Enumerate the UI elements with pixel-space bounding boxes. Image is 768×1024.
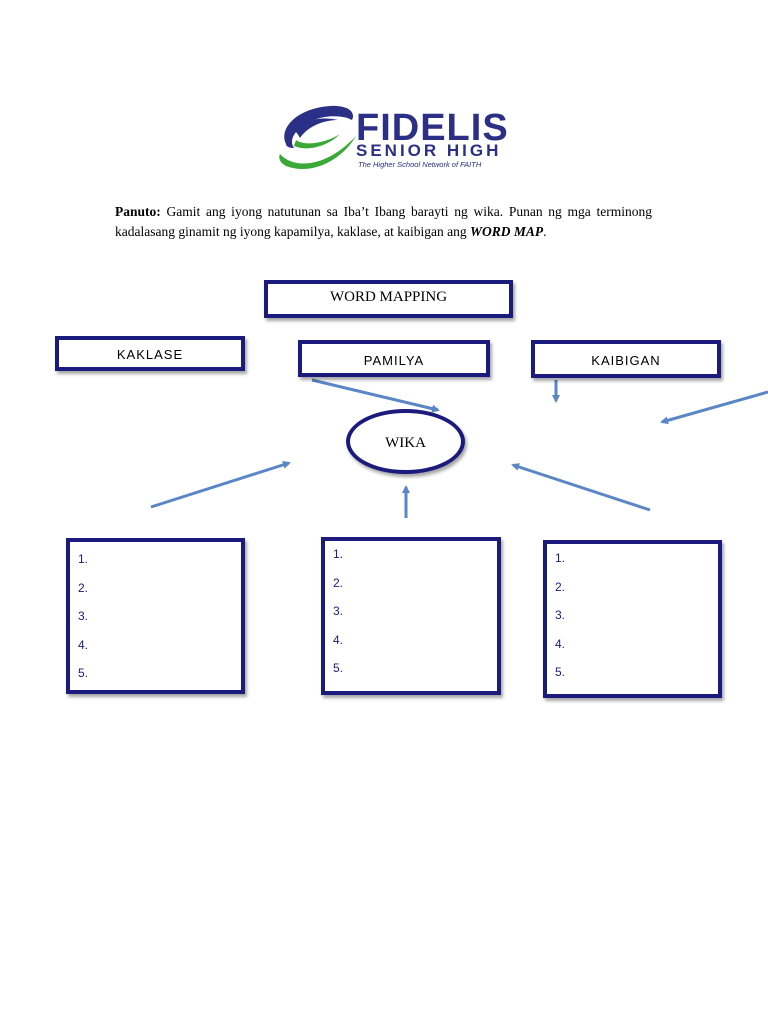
list-box-left: 1. 2. 3. 4. 5. [66,538,245,694]
numbered-list: 1. 2. 3. 4. 5. [78,549,88,692]
kaklase-box: KAKLASE [55,336,245,371]
list-item: 3. [78,609,89,623]
arrow-left-list-to-wika [150,461,291,509]
wika-oval: WIKA [346,409,465,474]
wika-label: WIKA [385,435,426,451]
kaibigan-label: KAIBIGAN [591,353,661,368]
word-mapping-title: WORD MAPPING [329,289,448,305]
list-item: 2. [333,575,344,590]
logo-name: FIDELIS [356,107,509,149]
list-item: 1. [78,552,89,566]
instructions-end: . [543,224,547,239]
pamilya-label: PAMILYA [363,353,425,368]
list-item: 3. [555,608,566,622]
pamilya-box: PAMILYA [298,340,490,377]
kaibigan-box: KAIBIGAN [531,340,721,378]
list-item: 1. [333,547,344,561]
arrow-pamilya-to-wika [311,378,440,413]
logo-subtitle: SENIOR HIGH [356,141,502,160]
arrow-right-edge-to-wika [660,390,768,425]
list-box-center: 1. 2. 3. 4. 5. [321,537,501,695]
list-item: 4. [333,632,344,647]
kaklase-label: KAKLASE [116,347,184,362]
instructions: Panuto: Gamit ang iyong natutunan sa Iba… [115,202,652,242]
instructions-body: Gamit ang iyong natutunan sa Iba’t Ibang… [115,204,652,239]
list-item: 5. [555,665,566,679]
list-box-right: 1. 2. 3. 4. 5. [543,540,722,698]
list-item: 5. [78,666,89,680]
fidelis-swoosh-logo-icon [279,105,356,170]
word-mapping-title-box: WORD MAPPING [264,280,513,318]
numbered-list: 1. 2. 3. 4. 5. [333,544,343,687]
list-item: 5. [333,661,344,675]
instructions-lead: Panuto: [115,204,161,219]
logo-tagline: The Higher School Network of FAITH [358,160,482,169]
list-item: 4. [78,637,89,652]
list-item: 2. [78,580,89,595]
school-logo: FIDELIS SENIOR HIGH The Higher School Ne… [272,100,512,176]
instructions-emphasis: WORD MAP [470,224,544,239]
list-item: 3. [333,604,344,618]
numbered-list: 1. 2. 3. 4. 5. [555,548,565,691]
list-item: 1. [555,551,566,565]
arrow-right-list-to-wika [511,463,651,512]
list-item: 2. [555,579,566,594]
list-item: 4. [555,636,566,651]
